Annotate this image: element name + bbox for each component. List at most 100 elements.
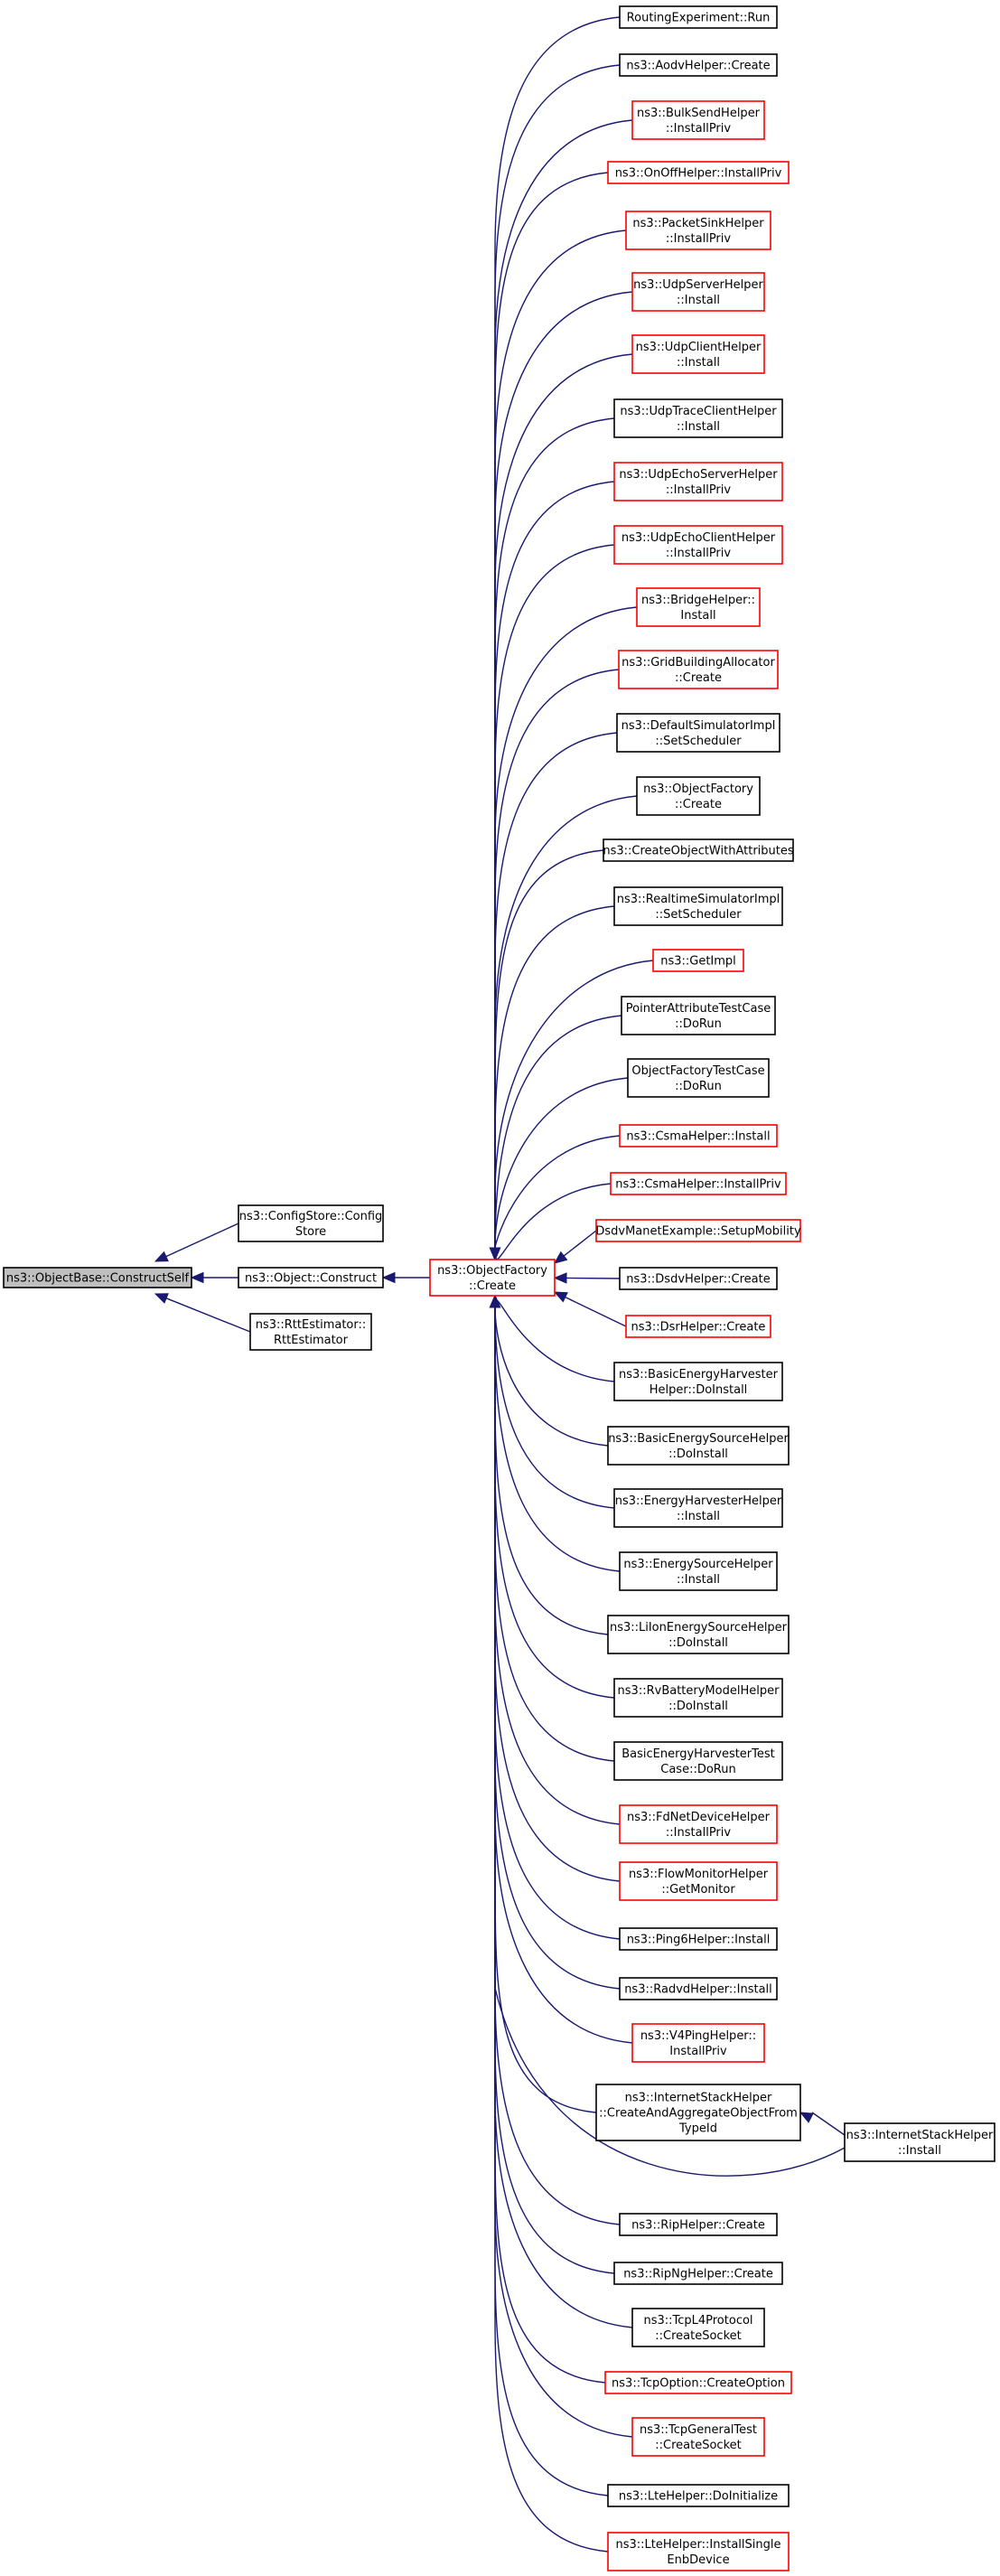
node-ns3-udpechoclienthelper-installpriv[interactable]: ns3::UdpEchoClientHelper::InstallPriv: [613, 525, 783, 565]
graph-edges: [154, 16, 846, 2553]
edge-line: [494, 1307, 621, 2225]
node-ns3-getimpl[interactable]: ns3::GetImpl: [652, 949, 744, 972]
node-label: RoutingExperiment::Run: [627, 12, 771, 25]
node-ns3-basicenergysourcehelper-doinstall[interactable]: ns3::BasicEnergySourceHelper::DoInstall: [607, 1426, 790, 1466]
node-box: [619, 1861, 778, 1901]
node-ns3-v4pinghelper-installpriv[interactable]: ns3::V4PingHelper::InstallPriv: [631, 2023, 765, 2063]
node-ns3-energysourcehelper-install[interactable]: ns3::EnergySourceHelper::Install: [619, 1551, 778, 1591]
edge-line: [165, 1222, 239, 1258]
node-ns3-udpclienthelper-install[interactable]: ns3::UdpClientHelper::Install: [631, 334, 765, 374]
node-label: ::DoRun: [675, 1017, 722, 1031]
edge-arrowhead: [553, 1272, 567, 1284]
node-box: [607, 161, 790, 184]
node-box: [613, 398, 783, 438]
node-ns3-defaultsimulatorimpl-setscheduler[interactable]: ns3::DefaultSimulatorImpl::SetScheduler: [616, 713, 780, 753]
node-ns3-ripnghelper-create[interactable]: ns3::RipNgHelper::Create: [613, 2262, 783, 2285]
node-label: ns3::TcpOption::CreateOption: [612, 2377, 785, 2391]
node-box: [238, 1267, 384, 1288]
node-label: ns3::BridgeHelper::: [641, 594, 755, 607]
node-label: ::InstallPriv: [666, 483, 731, 497]
node-label: ns3::LiIonEnergySourceHelper: [610, 1621, 788, 1635]
node-ns3-bulksendhelper-installpriv[interactable]: ns3::BulkSendHelper::InstallPriv: [631, 100, 765, 140]
node-label: ns3::FlowMonitorHelper: [629, 1868, 769, 1881]
node-ns3-bridgehelper-install[interactable]: ns3::BridgeHelper::Install: [636, 587, 761, 627]
edge-arrowhead: [489, 1294, 501, 1308]
edge-line: [494, 795, 638, 1248]
node-ns3-tcpoption-createoption[interactable]: ns3::TcpOption::CreateOption: [604, 2371, 792, 2394]
edge-line: [494, 1307, 621, 1990]
edge-line: [494, 1307, 621, 1572]
node-ns3-gridbuildingallocator-create[interactable]: ns3::GridBuildingAllocator::Create: [618, 650, 779, 689]
node-ns3-rvbatterymodelhelper-doinstall[interactable]: ns3::RvBatteryModelHelper::DoInstall: [613, 1678, 783, 1718]
node-box: [607, 1615, 790, 1654]
node-ns3-energyharvesterhelper-install[interactable]: ns3::EnergyHarvesterHelper::Install: [613, 1488, 783, 1528]
node-box: [619, 1124, 778, 1147]
node-box: [613, 1741, 783, 1781]
edge-line: [494, 1307, 633, 2438]
node-box: [619, 1551, 778, 1591]
edge-line: [165, 1297, 251, 1333]
node-ns3-aodvhelper-create[interactable]: ns3::AodvHelper::Create: [619, 53, 778, 77]
node-label: ns3::LteHelper::DoInitialize: [619, 2490, 778, 2504]
node-box: [625, 211, 771, 250]
node-ns3-udpserverhelper-install[interactable]: ns3::UdpServerHelper::Install: [631, 272, 765, 312]
edge-c01-to-factory: [489, 16, 621, 1261]
node-label: ns3::RttEstimator::: [256, 1318, 367, 1332]
edge-c27-to-factory: [489, 1294, 615, 1509]
node-ns3-dsdvhelper-create[interactable]: ns3::DsdvHelper::Create: [619, 1267, 778, 1290]
node-ns3-csmahelper-install[interactable]: ns3::CsmaHelper::Install: [619, 1124, 778, 1147]
edge-line: [494, 669, 620, 1248]
node-ns3-ping6helper-install[interactable]: ns3::Ping6Helper::Install: [619, 1927, 778, 1951]
node-ns3-objectfactory-create[interactable]: ns3::ObjectFactory::Create: [636, 776, 761, 816]
node-ns3-csmahelper-installpriv[interactable]: ns3::CsmaHelper::InstallPriv: [610, 1172, 787, 1195]
node-box: [618, 650, 779, 689]
node-ns3-onoffhelper-installpriv[interactable]: ns3::OnOffHelper::InstallPriv: [607, 161, 790, 184]
node-ns3-object-construct[interactable]: ns3::Object::Construct: [238, 1267, 384, 1288]
edge-line: [811, 2112, 846, 2136]
node-ns3-radvdhelper-install[interactable]: ns3::RadvdHelper::Install: [619, 1977, 778, 2000]
edge-c29-to-factory: [489, 1294, 609, 1635]
node-label: ns3::CsmaHelper::Install: [626, 1130, 770, 1144]
node-label: ns3::DsdvHelper::Create: [626, 1273, 770, 1287]
node-ns3-configstore-configstore[interactable]: ns3::ConfigStore::ConfigStore: [238, 1204, 384, 1242]
node-ns3-ltehelper-doinitialize[interactable]: ns3::LteHelper::DoInitialize: [607, 2484, 790, 2507]
node-objectfactorytestcase-dorun[interactable]: ObjectFactoryTestCase::DoRun: [627, 1058, 770, 1098]
node-ns3-internetstackhelper-createandaggregateobjectfromtypeid[interactable]: ns3::InternetStackHelper::CreateAndAggre…: [595, 2084, 801, 2141]
node-box: [631, 2023, 765, 2063]
node-box: [238, 1204, 384, 1242]
node-ns3-objectfactory-create[interactable]: ns3::ObjectFactory::Create: [429, 1259, 556, 1297]
node-ns3-packetsinkhelper-installpriv[interactable]: ns3::PacketSinkHelper::InstallPriv: [625, 211, 771, 250]
node-ns3-internetstackhelper-install[interactable]: ns3::InternetStackHelper::Install: [844, 2122, 995, 2162]
node-ns3-basicenergyharvesterhelper-doinstall[interactable]: ns3::BasicEnergyHarvesterHelper::DoInsta…: [613, 1362, 783, 1401]
node-label: ns3::ConfigStore::Config: [239, 1210, 383, 1223]
node-routingexperiment-run[interactable]: RoutingExperiment::Run: [619, 5, 778, 29]
node-ns3-tcpl4protocol-createsocket[interactable]: ns3::TcpL4Protocol::CreateSocket: [631, 2308, 765, 2347]
node-label: ns3::RealtimeSimulatorImpl: [617, 893, 780, 906]
node-label: ::Create: [675, 671, 722, 685]
edge-c42-to-factory: [489, 1294, 633, 2438]
node-ns3-createobjectwithattributes[interactable]: ns3::CreateObjectWithAttributes: [603, 838, 794, 862]
node-box: [613, 1678, 783, 1718]
node-pointerattributetestcase-dorun[interactable]: PointerAttributeTestCase::DoRun: [621, 996, 776, 1035]
edge-c30-to-factory: [489, 1294, 615, 1699]
node-ns3-udptraceclienthelper-install[interactable]: ns3::UdpTraceClientHelper::Install: [613, 398, 783, 438]
node-ns3-udpechoserverhelper-installpriv[interactable]: ns3::UdpEchoServerHelper::InstallPriv: [613, 462, 783, 501]
node-ns3-realtimesimulatorimpl-setscheduler[interactable]: ns3::RealtimeSimulatorImpl::SetScheduler: [613, 886, 783, 926]
node-ns3-tcpgeneraltest-createsocket[interactable]: ns3::TcpGeneralTest::CreateSocket: [631, 2417, 765, 2457]
edge-line: [494, 606, 638, 1248]
node-label: ns3::Object::Construct: [245, 1272, 377, 1286]
edge-c37-to-factory: [489, 1294, 597, 2113]
node-box: [619, 1804, 778, 1844]
node-ns3-fdnetdevicehelper-installpriv[interactable]: ns3::FdNetDeviceHelper::InstallPriv: [619, 1804, 778, 1844]
node-box: [429, 1259, 556, 1297]
node-label: EnbDevice: [667, 2553, 729, 2567]
node-ns3-riphelper-create[interactable]: ns3::RipHelper::Create: [619, 2213, 778, 2236]
node-ns3-flowmonitorhelper-getmonitor[interactable]: ns3::FlowMonitorHelper::GetMonitor: [619, 1861, 778, 1901]
node-ns3-liionenergysourcehelper-doinstall[interactable]: ns3::LiIonEnergySourceHelper::DoInstall: [607, 1615, 790, 1654]
node-dsdvmanetexample-setupmobility[interactable]: DsdvManetExample::SetupMobility: [595, 1219, 801, 1242]
node-ns3-rttestimator-rttestimator[interactable]: ns3::RttEstimator::RttEstimator: [249, 1313, 372, 1351]
node-ns3-dsrhelper-create[interactable]: ns3::DsrHelper::Create: [625, 1315, 771, 1338]
node-label: Helper::DoInstall: [650, 1383, 748, 1397]
